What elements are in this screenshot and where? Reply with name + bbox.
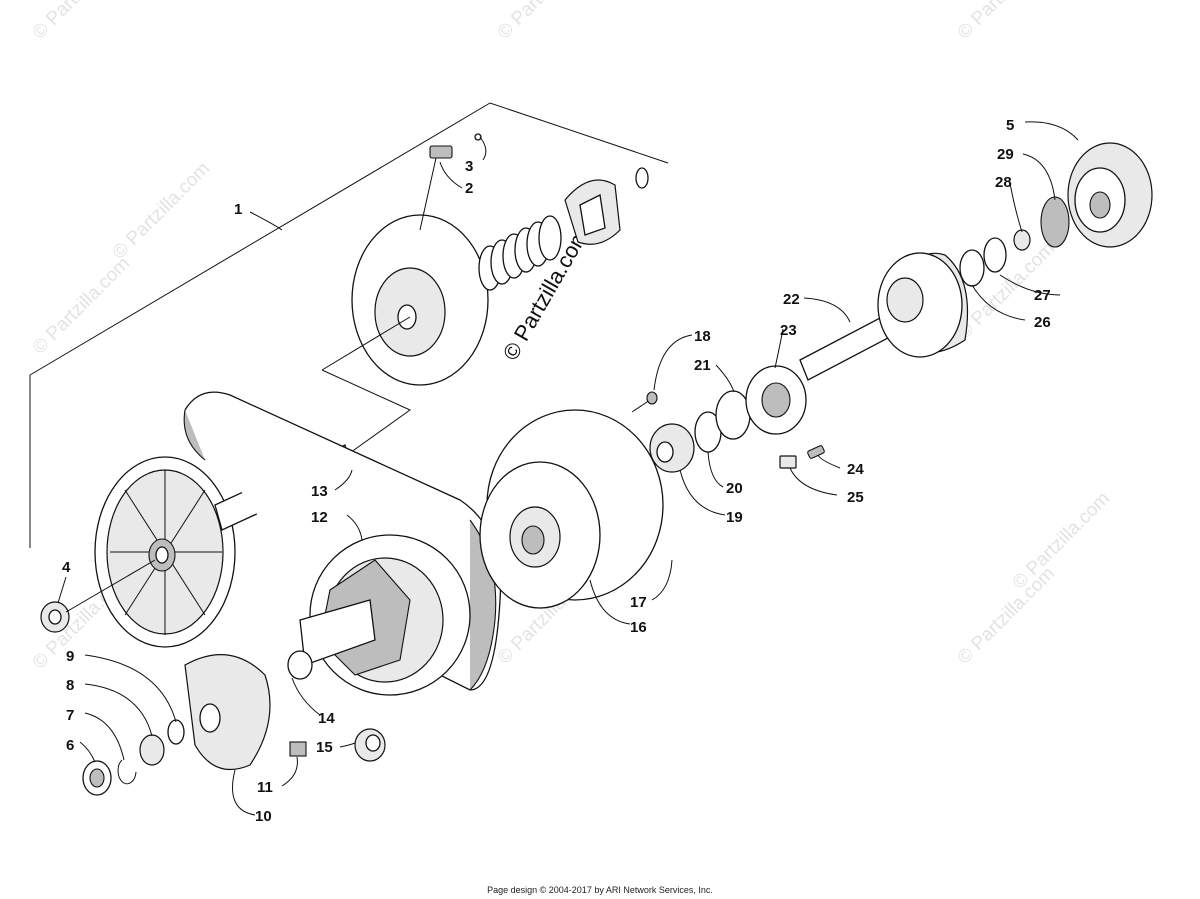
footer-copyright: Page design © 2004-2017 by ARI Network S… (487, 885, 713, 895)
callout-21: 21 (694, 357, 711, 374)
callout-2: 2 (465, 180, 473, 197)
callout-labels: 1 2 3 4 5 6 7 8 9 10 11 12 13 14 15 16 1… (62, 117, 1051, 825)
callout-14: 14 (318, 710, 335, 727)
callout-26: 26 (1034, 314, 1051, 331)
callout-1: 1 (234, 201, 242, 218)
callout-4: 4 (62, 559, 71, 576)
watermark: © Partzilla.com (109, 158, 214, 263)
callout-3: 3 (465, 158, 473, 175)
callout-13: 13 (311, 483, 328, 500)
callout-23: 23 (780, 322, 797, 339)
callout-9: 9 (66, 648, 74, 665)
output-shaft (799, 252, 969, 381)
callout-8: 8 (66, 677, 74, 694)
cam-assembly (82, 654, 307, 796)
movable-sheave (321, 214, 489, 386)
callout-12: 12 (311, 509, 328, 526)
callout-24: 24 (847, 461, 864, 478)
weight-pin (419, 133, 482, 231)
callout-19: 19 (726, 509, 743, 526)
callout-5: 5 (1006, 117, 1014, 134)
needle-bearing (354, 728, 386, 762)
callout-22: 22 (783, 291, 800, 308)
seal-rings (959, 196, 1070, 287)
callout-28: 28 (995, 174, 1012, 191)
clutch-drum (1067, 142, 1153, 248)
callout-27: 27 (1034, 287, 1051, 304)
callout-17: 17 (630, 594, 647, 611)
bearing-stack (631, 365, 807, 473)
callout-16: 16 (630, 619, 647, 636)
watermark: © Partzilla.com (954, 563, 1059, 668)
watermark: © Partzilla.com (494, 0, 599, 44)
flange-nut (40, 559, 156, 633)
callout-10: 10 (255, 808, 272, 825)
leader-lines (57, 121, 1079, 816)
callout-25: 25 (847, 489, 864, 506)
callout-20: 20 (726, 480, 743, 497)
callout-18: 18 (694, 328, 711, 345)
callout-6: 6 (66, 737, 74, 754)
callout-7: 7 (66, 707, 74, 724)
watermark: © Partzilla.com (1009, 488, 1114, 593)
callout-29: 29 (997, 146, 1014, 163)
fasteners (779, 445, 825, 469)
spider-cover (564, 167, 649, 245)
watermark: © Partzilla.com (29, 0, 134, 44)
callout-15: 15 (316, 739, 333, 756)
driven-clutch (287, 534, 471, 696)
callout-11: 11 (257, 779, 273, 796)
watermark: © Partzilla.com (954, 0, 1059, 44)
driven-sheave (479, 409, 664, 609)
clutch-spring (478, 215, 562, 291)
assembly-bracket (29, 102, 669, 548)
watermark: © Partzilla.com (29, 253, 134, 358)
